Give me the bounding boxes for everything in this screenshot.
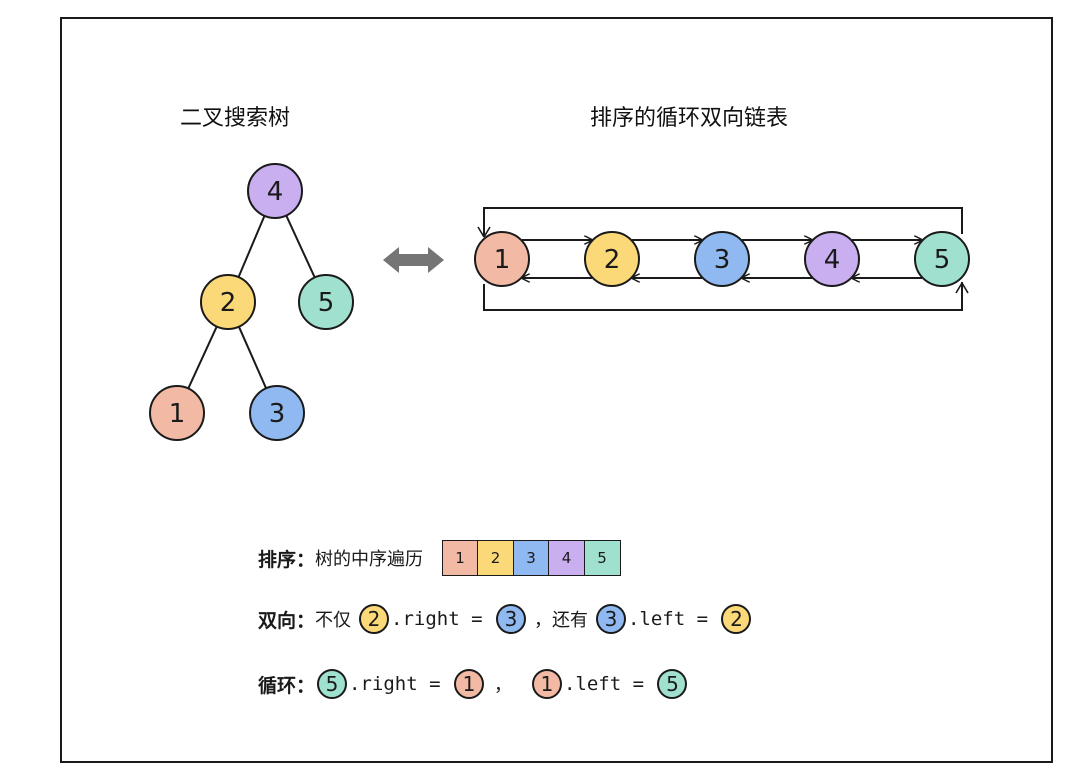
node-chip: 1: [531, 669, 562, 699]
cyc-sep: ，: [493, 675, 512, 696]
node-label: 1: [169, 399, 186, 429]
array-cell: 2: [477, 540, 515, 576]
tree: 4 2 5 1 3: [149, 163, 354, 441]
linked-list: 1 2 3 4 5: [474, 207, 970, 311]
tree-node-4: 4: [247, 163, 303, 219]
node-label: 3: [714, 245, 731, 275]
tail-to-head-pointer: [483, 282, 963, 311]
list-node-1: 1: [474, 231, 530, 287]
array-cell: 5: [583, 540, 621, 576]
arrowhead: [955, 282, 969, 294]
bi-code-1: .right =: [391, 608, 494, 630]
sort-label: 排序：: [258, 548, 316, 571]
tree-title: 二叉搜索树: [180, 106, 291, 131]
node-label: 2: [604, 245, 621, 275]
node-chip: 3: [495, 604, 526, 634]
tree-node-1: 1: [149, 385, 205, 441]
tree-edge: [237, 326, 268, 389]
node-chip: 2: [359, 604, 390, 634]
bi-label: 双向：: [258, 609, 316, 632]
bi-code-2: .left =: [627, 608, 720, 630]
node-chip: 5: [317, 669, 348, 699]
node-label: 3: [269, 399, 286, 429]
tree-edge: [285, 215, 316, 278]
node-chip: 2: [721, 604, 752, 634]
node-chip: 3: [595, 604, 626, 634]
diagram-frame: [60, 17, 1053, 763]
list-title: 排序的循环双向链表: [590, 106, 789, 131]
node-label: 5: [934, 245, 951, 275]
sort-text: 树的中序遍历: [315, 549, 424, 570]
node-label: 4: [824, 245, 841, 275]
list-node-4: 4: [804, 231, 860, 287]
list-node-3: 3: [694, 231, 750, 287]
list-node-5: 5: [914, 231, 970, 287]
cyc-code-2: .left =: [563, 673, 656, 695]
tree-node-2: 2: [200, 274, 256, 330]
node-chip: 5: [657, 669, 688, 699]
tree-edge: [187, 326, 218, 389]
bidirectional-row: 双向： 不仅 2 .right = 3 ，还有 3 .left = 2: [258, 599, 753, 639]
node-label: 4: [267, 177, 284, 207]
tree-node-3: 3: [249, 385, 305, 441]
bidirectional-arrow-icon: [383, 247, 444, 273]
array-cell: 3: [512, 540, 550, 576]
arrowhead: [477, 226, 491, 238]
circular-row: 循环： 5 .right = 1 ， 1 .left = 5: [258, 664, 689, 704]
head-to-tail-pointer: [483, 207, 963, 236]
node-chip: 1: [453, 669, 484, 699]
bi-text-2: ，还有: [533, 610, 588, 631]
array-cell: 1: [441, 540, 479, 576]
node-label: 5: [318, 288, 335, 318]
list-node-2: 2: [584, 231, 640, 287]
cyc-label: 循环：: [258, 674, 316, 697]
tree-edge: [237, 215, 266, 278]
tree-node-5: 5: [298, 274, 354, 330]
node-label: 1: [494, 245, 511, 275]
cyc-code-1: .right =: [349, 673, 452, 695]
array-cell: 4: [548, 540, 586, 576]
bi-text-1: 不仅: [315, 610, 352, 631]
node-label: 2: [220, 288, 237, 318]
